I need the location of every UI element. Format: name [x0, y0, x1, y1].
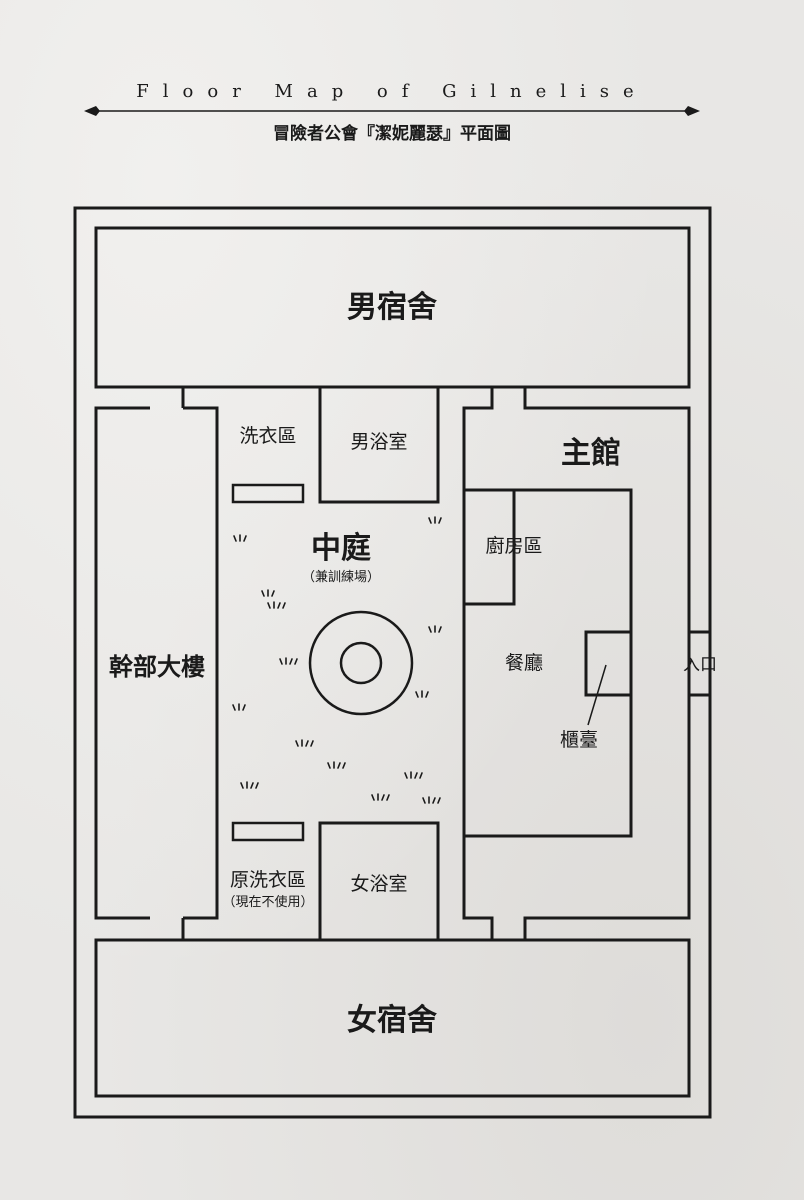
- label-old-laundry-note: （現在不使用）: [222, 894, 313, 910]
- inner-block-walls: [181, 385, 494, 942]
- label-male-bath: 男浴室: [350, 431, 407, 453]
- laundry-counters: [231, 483, 305, 842]
- label-main-hall: 主館: [561, 436, 621, 471]
- male-dorm-walls: [94, 226, 691, 389]
- dining-area-walls: [462, 488, 633, 838]
- training-circle: [308, 610, 414, 716]
- map-title-chinese: 冒險者公會『潔妮麗瑟』平面圖: [273, 123, 511, 144]
- label-laundry: 洗衣區: [239, 425, 296, 447]
- label-female-dorm: 女宿舍: [347, 1003, 437, 1038]
- label-courtyard: 中庭: [311, 531, 371, 566]
- label-executive-building: 幹部大樓: [109, 652, 205, 681]
- grass-tufts: [232, 516, 442, 804]
- label-dining: 餐廳: [505, 652, 543, 674]
- label-counter: 櫃臺: [560, 729, 598, 751]
- title-divider: [84, 106, 700, 116]
- female-dorm-walls: [94, 938, 691, 1098]
- label-kitchen: 廚房區: [485, 534, 542, 557]
- label-courtyard-note: （兼訓練場）: [302, 569, 380, 585]
- label-entrance: 入口: [683, 655, 717, 675]
- label-old-laundry: 原洗衣區: [230, 869, 306, 891]
- map-title-english: Floor Map of Gilnelise: [136, 81, 647, 102]
- main-hall-walls: [523, 387, 712, 940]
- label-female-bath: 女浴室: [350, 873, 407, 895]
- label-male-dorm: 男宿舍: [347, 290, 437, 325]
- outer-wall: [73, 206, 712, 1119]
